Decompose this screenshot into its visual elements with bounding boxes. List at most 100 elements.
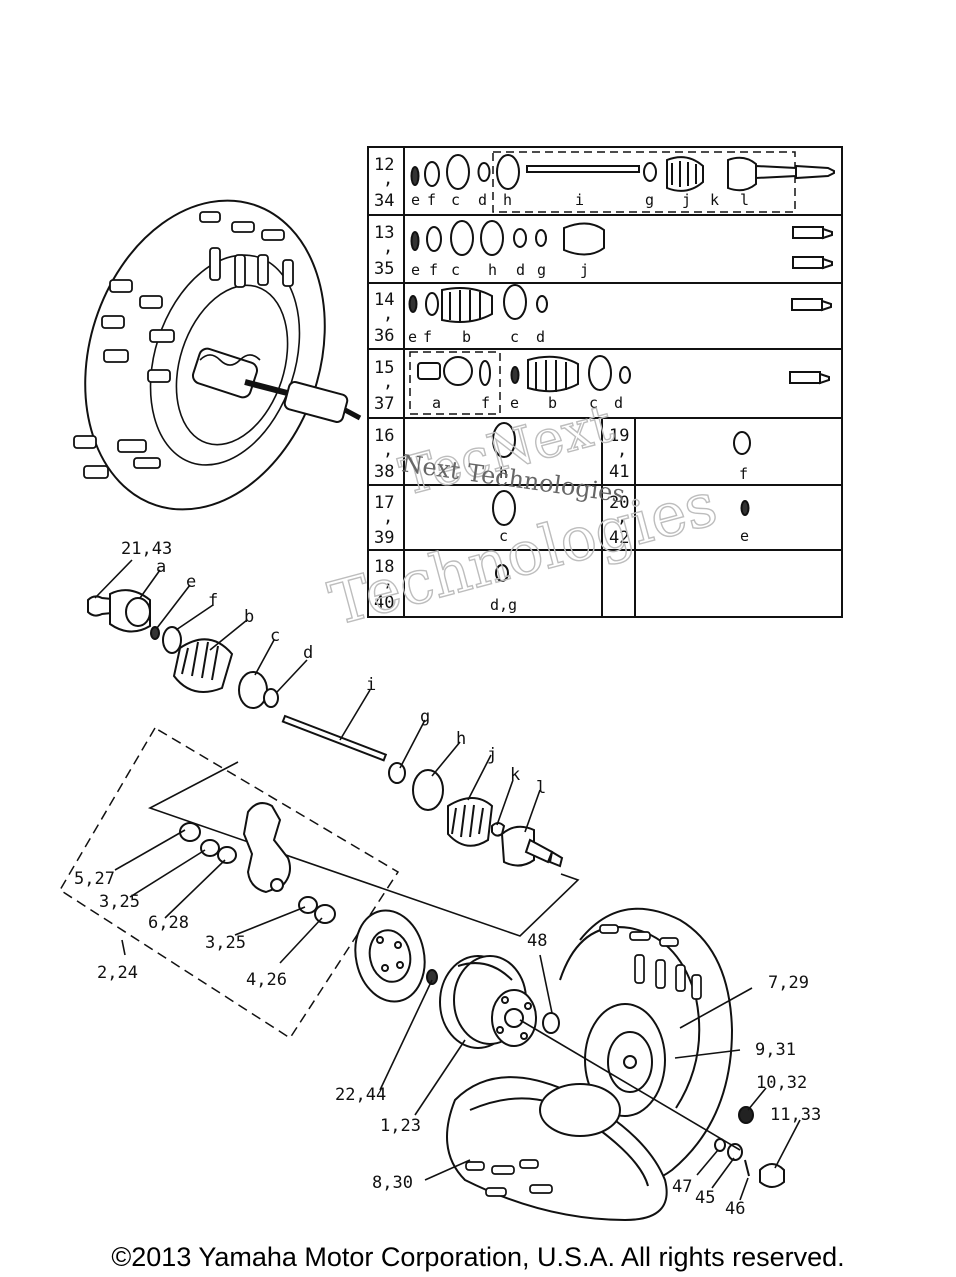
- svg-text:e: e: [510, 394, 519, 412]
- row-number-bottom: 39: [374, 528, 394, 548]
- copyright-notice: ©2013 Yamaha Motor Corporation, U.S.A. A…: [111, 1242, 845, 1272]
- row-number-bottom: 36: [374, 326, 394, 346]
- svg-text:d: d: [516, 261, 525, 279]
- table-row-14-36: 14 , 36: [374, 290, 394, 346]
- front-wheel-assembly-illustration: [73, 199, 362, 511]
- callout-48: 48: [527, 931, 547, 951]
- svg-text:c: c: [589, 394, 598, 412]
- callout-l: l: [536, 778, 546, 798]
- row-19-41-label: f: [739, 465, 748, 483]
- svg-text:,: ,: [383, 507, 393, 527]
- svg-text:j: j: [682, 191, 691, 209]
- svg-text:f: f: [423, 328, 432, 346]
- callout-11-33: 11,33: [770, 1105, 821, 1125]
- svg-text:,: ,: [617, 440, 627, 460]
- callout-22-44: 22,44: [335, 1085, 386, 1105]
- row-18-40-label: d,g: [490, 596, 517, 614]
- callout-46: 46: [725, 1199, 745, 1219]
- svg-text:,: ,: [383, 304, 393, 324]
- row-number-top: 13: [374, 223, 394, 243]
- callout-5-27: 5,27: [74, 869, 115, 889]
- callout-c: c: [270, 626, 280, 646]
- row-15-37-labels: a f e b c d: [432, 394, 623, 412]
- callout-k: k: [510, 765, 520, 785]
- callout-6-28: 6,28: [148, 913, 189, 933]
- svg-text:d: d: [478, 191, 487, 209]
- svg-text:h: h: [488, 261, 497, 279]
- callout-4-26: 4,26: [246, 970, 287, 990]
- svg-text:,: ,: [383, 440, 393, 460]
- row-number-bottom: 35: [374, 259, 394, 279]
- callout-d: d: [303, 643, 313, 663]
- svg-text:c: c: [451, 191, 460, 209]
- axle-centerline: [519, 1019, 741, 1151]
- row-number-bottom: 37: [374, 394, 394, 414]
- table-row-13-35: 13 , 35: [374, 223, 394, 279]
- svg-text:c: c: [510, 328, 519, 346]
- callout-3-25-b: 3,25: [205, 933, 246, 953]
- svg-text:e: e: [408, 328, 417, 346]
- callout-3-25-a: 3,25: [99, 892, 140, 912]
- svg-text:l: l: [740, 191, 749, 209]
- drive-shaft-exploded-view: [87, 589, 564, 868]
- row-20-42-label: e: [740, 527, 749, 545]
- callout-i: i: [366, 675, 376, 695]
- callout-1-23: 1,23: [380, 1116, 421, 1136]
- callout-labels: 21,43 a e f b c d i g h j k l 5,27 3,25 …: [74, 539, 821, 1219]
- row-number-bottom-right: 42: [609, 528, 629, 548]
- svg-text:,: ,: [617, 507, 627, 527]
- brake-disc-and-hub: [354, 909, 560, 1049]
- svg-text:g: g: [537, 261, 546, 279]
- row-number-top-right: 20: [609, 493, 629, 513]
- callout-h: h: [456, 729, 466, 749]
- callout-21-43: 21,43: [121, 539, 172, 559]
- svg-text:f: f: [427, 191, 436, 209]
- parts-kit-table: 12 , 34 13 , 35 14 , 36 15 , 37 16 , 38 …: [367, 146, 843, 618]
- row-number-top: 17: [374, 493, 394, 513]
- svg-text:f: f: [429, 261, 438, 279]
- table-row-12-34: 12 , 34: [374, 155, 394, 211]
- callout-47: 47: [672, 1177, 692, 1197]
- svg-text:g: g: [645, 191, 654, 209]
- svg-text:b: b: [462, 328, 471, 346]
- callout-9-31: 9,31: [755, 1040, 796, 1060]
- svg-text:,: ,: [383, 571, 393, 591]
- callout-f: f: [208, 591, 218, 611]
- row-number-top: 18: [374, 557, 394, 577]
- svg-text:,: ,: [383, 237, 393, 257]
- row-12-34-labels: e f c d h i g j k l: [411, 191, 749, 209]
- row-number-top: 15: [374, 358, 394, 378]
- svg-text:d: d: [614, 394, 623, 412]
- row-number-bottom: 40: [374, 593, 394, 613]
- callout-e: e: [186, 572, 196, 592]
- leader-lines: [94, 559, 801, 1201]
- svg-text:,: ,: [383, 372, 393, 392]
- svg-text:a: a: [432, 394, 441, 412]
- svg-text:e: e: [411, 261, 420, 279]
- svg-text:f: f: [481, 394, 490, 412]
- callout-45: 45: [695, 1188, 715, 1208]
- callout-2-24: 2,24: [97, 963, 138, 983]
- svg-text:k: k: [710, 191, 719, 209]
- svg-text:d: d: [536, 328, 545, 346]
- callout-b: b: [244, 607, 254, 627]
- row-number-top: 12: [374, 155, 394, 175]
- svg-text:i: i: [575, 191, 584, 209]
- svg-text:h: h: [503, 191, 512, 209]
- row-16-38-label: h: [499, 464, 508, 482]
- svg-text:e: e: [411, 191, 420, 209]
- callout-7-29: 7,29: [768, 973, 809, 993]
- svg-text:j: j: [580, 261, 589, 279]
- knuckle-assembly-group: [58, 726, 580, 1040]
- callout-j: j: [487, 745, 497, 765]
- row-number-bottom: 38: [374, 462, 394, 482]
- table-row-16-38: 16 , 38 19 , 41: [374, 426, 629, 482]
- callout-a: a: [156, 557, 166, 577]
- table-row-15-37: 15 , 37: [374, 358, 394, 414]
- row-number-top: 16: [374, 426, 394, 446]
- callout-8-30: 8,30: [372, 1173, 413, 1193]
- row-14-36-labels: e f b c d: [408, 328, 545, 346]
- svg-text:,: ,: [383, 169, 393, 189]
- svg-text:c: c: [451, 261, 460, 279]
